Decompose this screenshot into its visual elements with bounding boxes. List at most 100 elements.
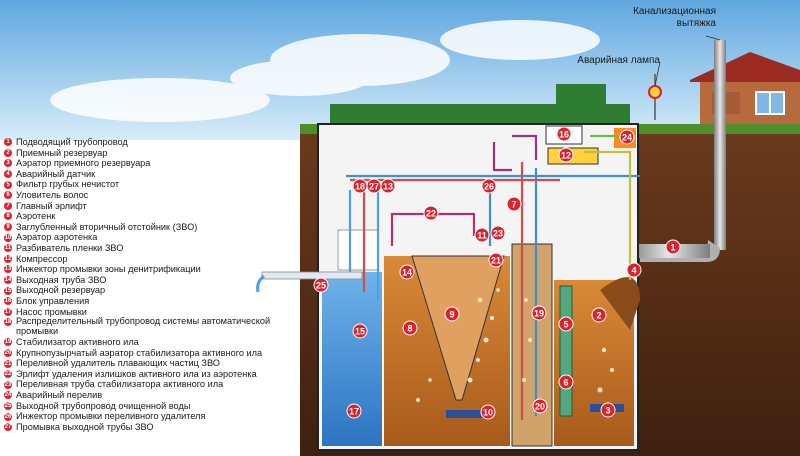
svg-text:3: 3 (605, 406, 610, 416)
svg-text:7: 7 (511, 200, 516, 210)
svg-text:8: 8 (407, 324, 412, 334)
legend-number-badge: 2 (4, 148, 12, 157)
legend-number-badge: 13 (4, 265, 12, 274)
legend-label: Компрессор (16, 253, 68, 264)
svg-text:16: 16 (559, 130, 569, 140)
legend-label: Выходной трубопровод очищенной воды (16, 400, 191, 411)
legend-label: Стабилизатор активного ила (16, 337, 139, 348)
legend-item: 5 Фильтр грубых нечистот (4, 179, 304, 190)
legend-number-badge: 22 (4, 370, 12, 379)
legend-label: Главный эрлифт (16, 200, 87, 211)
clouds (50, 20, 600, 122)
station-lid (330, 104, 630, 124)
legend-number-badge: 8 (4, 212, 12, 221)
legend-number-badge: 1 (4, 138, 12, 147)
marker-11: 11 (474, 227, 490, 243)
svg-text:9: 9 (449, 310, 454, 320)
legend-number-badge: 15 (4, 286, 12, 295)
secondary-settler (411, 255, 505, 401)
legend-label: Насос промывки (16, 306, 87, 317)
legend-label: Инжектор промывки переливного удалителя (16, 411, 206, 422)
svg-text:19: 19 (534, 309, 544, 319)
legend-number-badge: 27 (4, 423, 12, 432)
marker-16: 16 (556, 126, 572, 142)
svg-text:25: 25 (316, 281, 326, 291)
marker-5: 5 (558, 316, 574, 332)
legend-number-badge: 7 (4, 201, 12, 210)
legend-label: Эрлифт удаления излишков активного ила и… (16, 368, 257, 379)
svg-text:2: 2 (596, 311, 601, 321)
coarse-filter (559, 285, 573, 417)
marker-23: 23 (490, 225, 506, 241)
legend-number-badge: 3 (4, 159, 12, 168)
legend-number-badge: 14 (4, 276, 12, 285)
legend-number-badge: 23 (4, 380, 12, 389)
legend-number-badge: 9 (4, 223, 12, 232)
marker-14: 14 (399, 264, 415, 280)
legend-label: Распределительный трубопровод системы ав… (16, 316, 271, 336)
marker-2: 2 (591, 307, 607, 323)
marker-27: 27 (366, 178, 382, 194)
legend-label: Заглубленный вторичный отстойник (ЗВО) (16, 221, 198, 232)
marker-7: 7 (506, 196, 522, 212)
svg-text:27: 27 (369, 182, 379, 192)
legend-label: Инжектор промывки зоны денитрификации (16, 264, 201, 275)
legend-number-badge: 5 (4, 180, 12, 189)
legend-number-badge: 10 (4, 233, 12, 242)
legend-item: 9 Заглубленный вторичный отстойник (ЗВО) (4, 222, 304, 233)
legend-number-badge: 6 (4, 191, 12, 200)
legend-label: Фильтр грубых нечистот (16, 179, 120, 190)
marker-17: 17 (346, 403, 362, 419)
marker-25: 25 (313, 277, 329, 293)
alarm-lamp-callout: Аварийная лампа (577, 55, 660, 66)
legend-item: 6 Уловитель волос (4, 190, 304, 201)
marker-13: 13 (380, 178, 396, 194)
svg-text:1: 1 (670, 243, 675, 253)
legend-label: Выходная труба ЗВО (16, 274, 107, 285)
legend-label: Аэратор приемного резервуара (16, 158, 151, 169)
legend-number-badge: 4 (4, 170, 12, 179)
legend-item: 13 Инжектор промывки зоны денитрификации (4, 264, 304, 275)
legend-label: Крупнопузырчатый аэратор стабилизатора а… (16, 347, 263, 358)
legend-number-badge: 11 (4, 244, 12, 253)
pipework (346, 134, 640, 420)
sludge-stabilizer (511, 243, 553, 447)
svg-text:12: 12 (561, 151, 571, 161)
legend-label: Уловитель волос (16, 189, 89, 200)
svg-text:13: 13 (383, 182, 393, 192)
alarm-lamp (648, 61, 662, 120)
svg-text:21: 21 (491, 256, 501, 266)
legend-label: Аварийный датчик (16, 168, 96, 179)
svg-text:11: 11 (477, 231, 487, 241)
water-jet (256, 274, 265, 293)
legend-label: Переливной удалитель плавающих частиц ЗВ… (16, 358, 220, 369)
svg-text:26: 26 (484, 182, 494, 192)
svg-text:22: 22 (426, 209, 436, 219)
marker-12: 12 (558, 147, 574, 163)
legend-number-badge: 24 (4, 391, 12, 400)
marker-21: 21 (488, 252, 504, 268)
air-bubbles (416, 288, 614, 402)
vent-stack-callout: Канализационная вытяжка (633, 6, 716, 29)
marker-20: 20 (532, 398, 548, 414)
legend-item: 14 Выходная труба ЗВО (4, 275, 304, 286)
svg-text:14: 14 (402, 268, 412, 278)
marker-26: 26 (481, 178, 497, 194)
marker-19: 19 (531, 305, 547, 321)
marker-15: 15 (352, 323, 368, 339)
legend-item: 3 Аэратор приемного резервуара (4, 158, 304, 169)
svg-text:24: 24 (622, 133, 632, 143)
